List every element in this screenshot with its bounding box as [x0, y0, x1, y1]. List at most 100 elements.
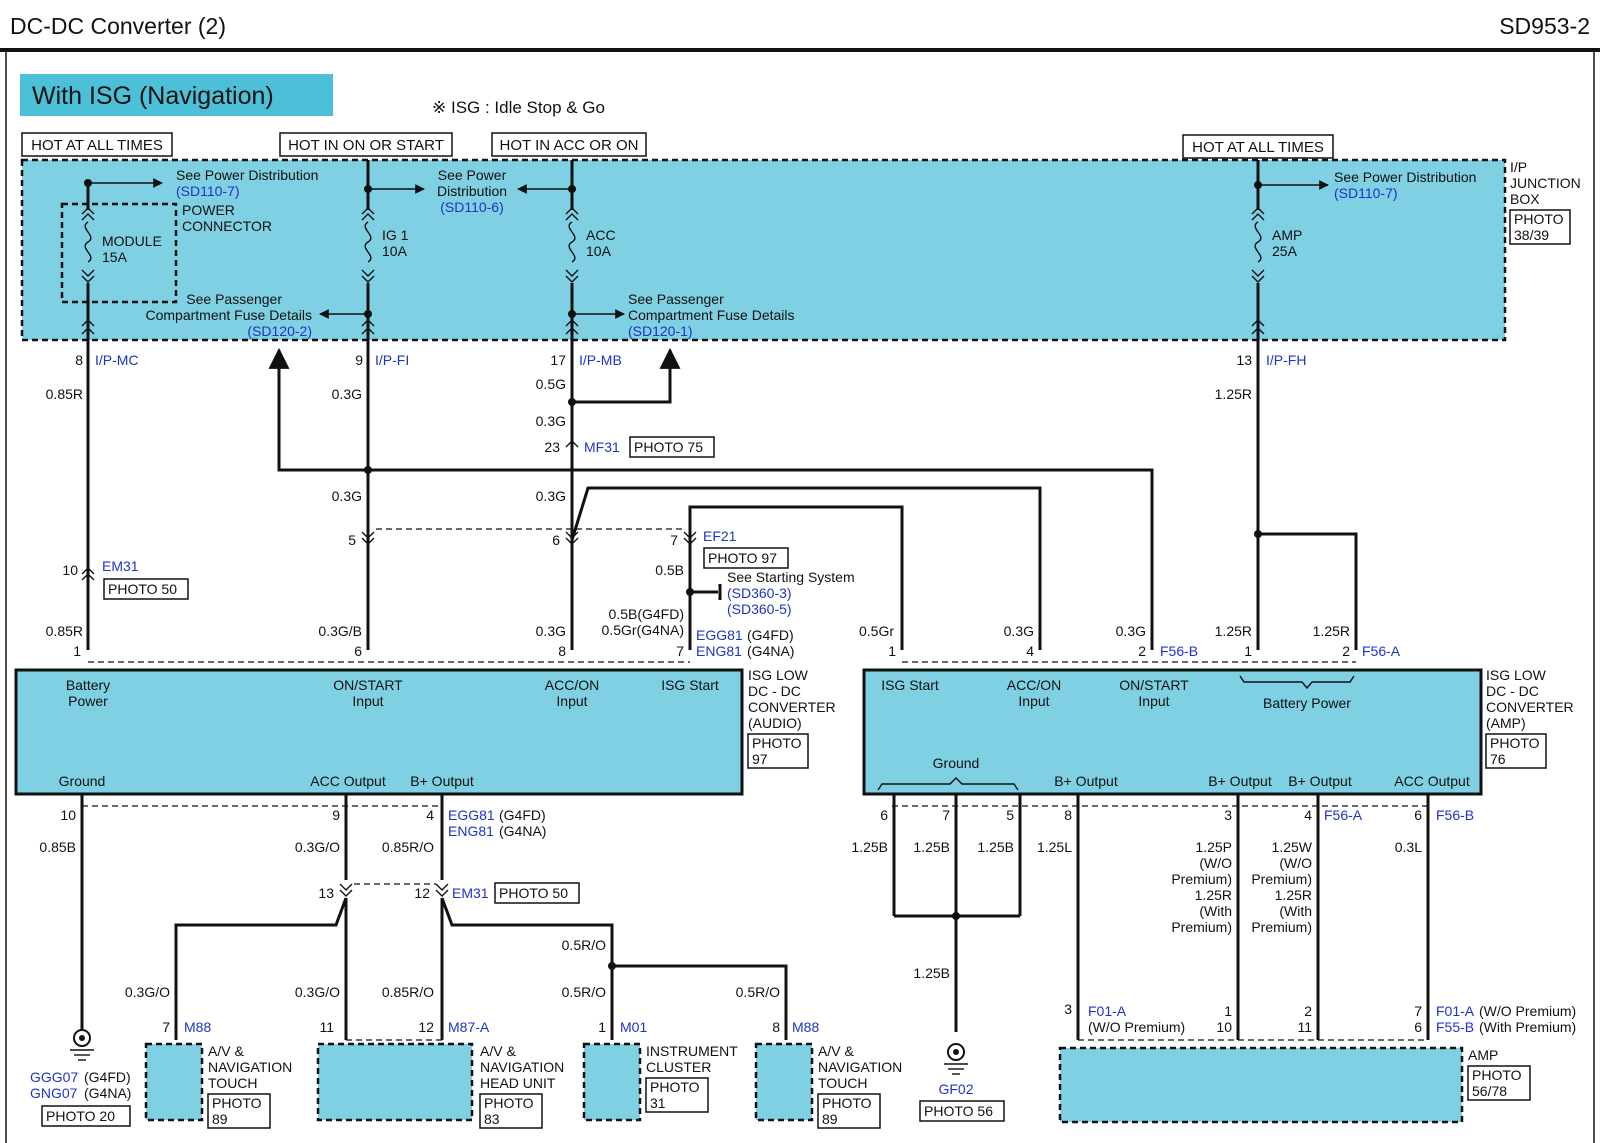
isg-note: ※ ISG : Idle Stop & Go	[432, 98, 605, 117]
audio-converter-name-3: CONVERTER	[748, 699, 836, 715]
wire-acc-fuse-details	[572, 347, 681, 404]
pin-label: 11	[1297, 1019, 1312, 1035]
connector-g4fd: (G4FD)	[747, 627, 794, 643]
wire-size: 0.3G	[536, 488, 566, 504]
audio-converter-photo-1: PHOTO	[752, 735, 802, 751]
connector-f56b-lower: F56-B	[1436, 807, 1474, 823]
connector-f56a: F56-A	[1362, 643, 1401, 659]
pin-label: 2	[1304, 1003, 1312, 1019]
wire-size: 0.5B	[655, 562, 684, 578]
device-touch-1-photo-2: 89	[212, 1111, 228, 1127]
pin-label: 12	[414, 885, 430, 901]
amp-converter-name-3: CONVERTER	[1486, 699, 1574, 715]
wire-size: 0.3G	[332, 488, 362, 504]
column-acc-fuse	[517, 160, 625, 650]
device-touch-1-line-3: TOUCH	[208, 1075, 258, 1091]
wire-size: 1.25P	[1195, 839, 1232, 855]
connector-symbol	[565, 531, 579, 545]
amp-converter-name-2: DC - DC	[1486, 683, 1539, 699]
ref-fuse-details-1b: Compartment Fuse Details	[145, 307, 312, 323]
pin-label: 9	[332, 807, 340, 823]
amp-terminal-ground: Ground	[933, 755, 980, 771]
amp-converter-name-1: ISG LOW	[1486, 667, 1547, 683]
connector-ip-fi: I/P-FI	[375, 352, 409, 368]
amp-terminal-acc-on-1: ACC/ON	[1007, 677, 1061, 693]
connector-f56a-lower: F56-A	[1324, 807, 1363, 823]
connector-ip-fh: I/P-FH	[1266, 352, 1306, 368]
pin-label: 6	[880, 807, 888, 823]
connector-g4na: (G4NA)	[499, 823, 546, 839]
connector-ef21: EF21	[703, 528, 737, 544]
amp-converter-photo-2: 76	[1490, 751, 1506, 767]
audio-terminal-b-output: B+ Output	[410, 773, 474, 789]
section-banner	[20, 74, 333, 116]
isg-converter-audio	[14, 668, 744, 796]
audio-converter-name-1: ISG LOW	[748, 667, 809, 683]
device-cluster-photo-2: 31	[650, 1095, 666, 1111]
wire-size: 0.85R/O	[382, 984, 434, 1000]
wire-isg-start	[688, 505, 904, 650]
wire-size: 0.5G	[536, 376, 566, 392]
audio-terminal-acc-output: ACC Output	[310, 773, 386, 789]
connector-eng81: ENG81	[448, 823, 494, 839]
audio-terminal-ground: Ground	[59, 773, 106, 789]
amp-terminal-b-output-2: B+ Output	[1208, 773, 1272, 789]
connector-symbol	[435, 883, 449, 897]
device-touch-2-photo-2: 89	[822, 1111, 838, 1127]
device-touch-2-line-1: A/V &	[818, 1043, 854, 1059]
connector-g4na: (G4NA)	[747, 643, 794, 659]
connector-em31: EM31	[102, 558, 139, 574]
junction-photo-box	[1509, 209, 1571, 245]
device-av-touch-2	[754, 1042, 814, 1122]
amp-fuse-rating: 25A	[1272, 243, 1298, 259]
ground-symbol-icon	[944, 1043, 968, 1075]
ref-starting-system: See Starting System	[727, 569, 855, 585]
connector-symbol	[361, 531, 375, 545]
ground-photo-56: PHOTO 56	[924, 1103, 993, 1119]
device-touch-1-line-2: NAVIGATION	[208, 1059, 292, 1075]
module-fuse-rating: 15A	[102, 249, 128, 265]
power-connector-label-1: POWER	[182, 202, 235, 218]
power-connector-label-2: CONNECTOR	[182, 218, 272, 234]
audio-terminal-acc-on-1: ACC/ON	[545, 677, 599, 693]
connector-variant-with: (With Premium)	[1479, 1019, 1576, 1035]
ig1-fuse-label: IG 1	[382, 227, 409, 243]
pin-label: 3	[1224, 807, 1232, 823]
feed-label-3: HOT IN ACC OR ON	[500, 137, 639, 154]
connector-f56b: F56-B	[1160, 643, 1198, 659]
wire-size: 1.25B	[913, 839, 950, 855]
wire-size: 0.3G	[536, 623, 566, 639]
pin-label: 4	[1304, 807, 1312, 823]
ground-brace	[877, 777, 1019, 791]
pin-label: 3	[1064, 1001, 1072, 1017]
pin-label: 2	[1342, 643, 1350, 659]
column-module-fuse	[81, 178, 163, 650]
connector-variant-wo: (W/O Premium)	[1479, 1003, 1576, 1019]
pin-label: 8	[75, 352, 83, 368]
pin-label: 1	[1224, 1003, 1232, 1019]
device-cluster-line-1: INSTRUMENT	[646, 1043, 738, 1059]
pin-label: 5	[1006, 807, 1014, 823]
ref-power-dist-1: See Power Distribution	[176, 167, 318, 183]
pin-label: 10	[60, 807, 76, 823]
wire-size: Premium)	[1171, 919, 1232, 935]
device-head-unit-line-1: A/V &	[480, 1043, 516, 1059]
pin-label: 8	[1064, 807, 1072, 823]
connector-mf31-symbol	[565, 440, 579, 448]
wire-size: 0.5R/O	[562, 937, 606, 953]
wire-size: 1.25B	[851, 839, 888, 855]
ref-fuse-details-2a: See Passenger	[628, 291, 724, 307]
pin-label: 7	[670, 532, 678, 548]
connector-f01a-variant: (W/O Premium)	[1088, 1019, 1185, 1035]
audio-terminal-battery-1: Battery	[66, 677, 110, 693]
ref-power-dist-2-code: (SD110-6)	[440, 199, 504, 215]
ref-power-dist-2a: See Power	[438, 167, 507, 183]
connector-eng81: ENG81	[696, 643, 742, 659]
ig1-fuse-rating: 10A	[382, 243, 408, 259]
wire-size: Premium)	[1251, 919, 1312, 935]
pin-label: 8	[772, 1019, 780, 1035]
pin-label: 6	[552, 532, 560, 548]
pin-label: 10	[1216, 1019, 1232, 1035]
connector-f01a: F01-A	[1088, 1003, 1127, 1019]
